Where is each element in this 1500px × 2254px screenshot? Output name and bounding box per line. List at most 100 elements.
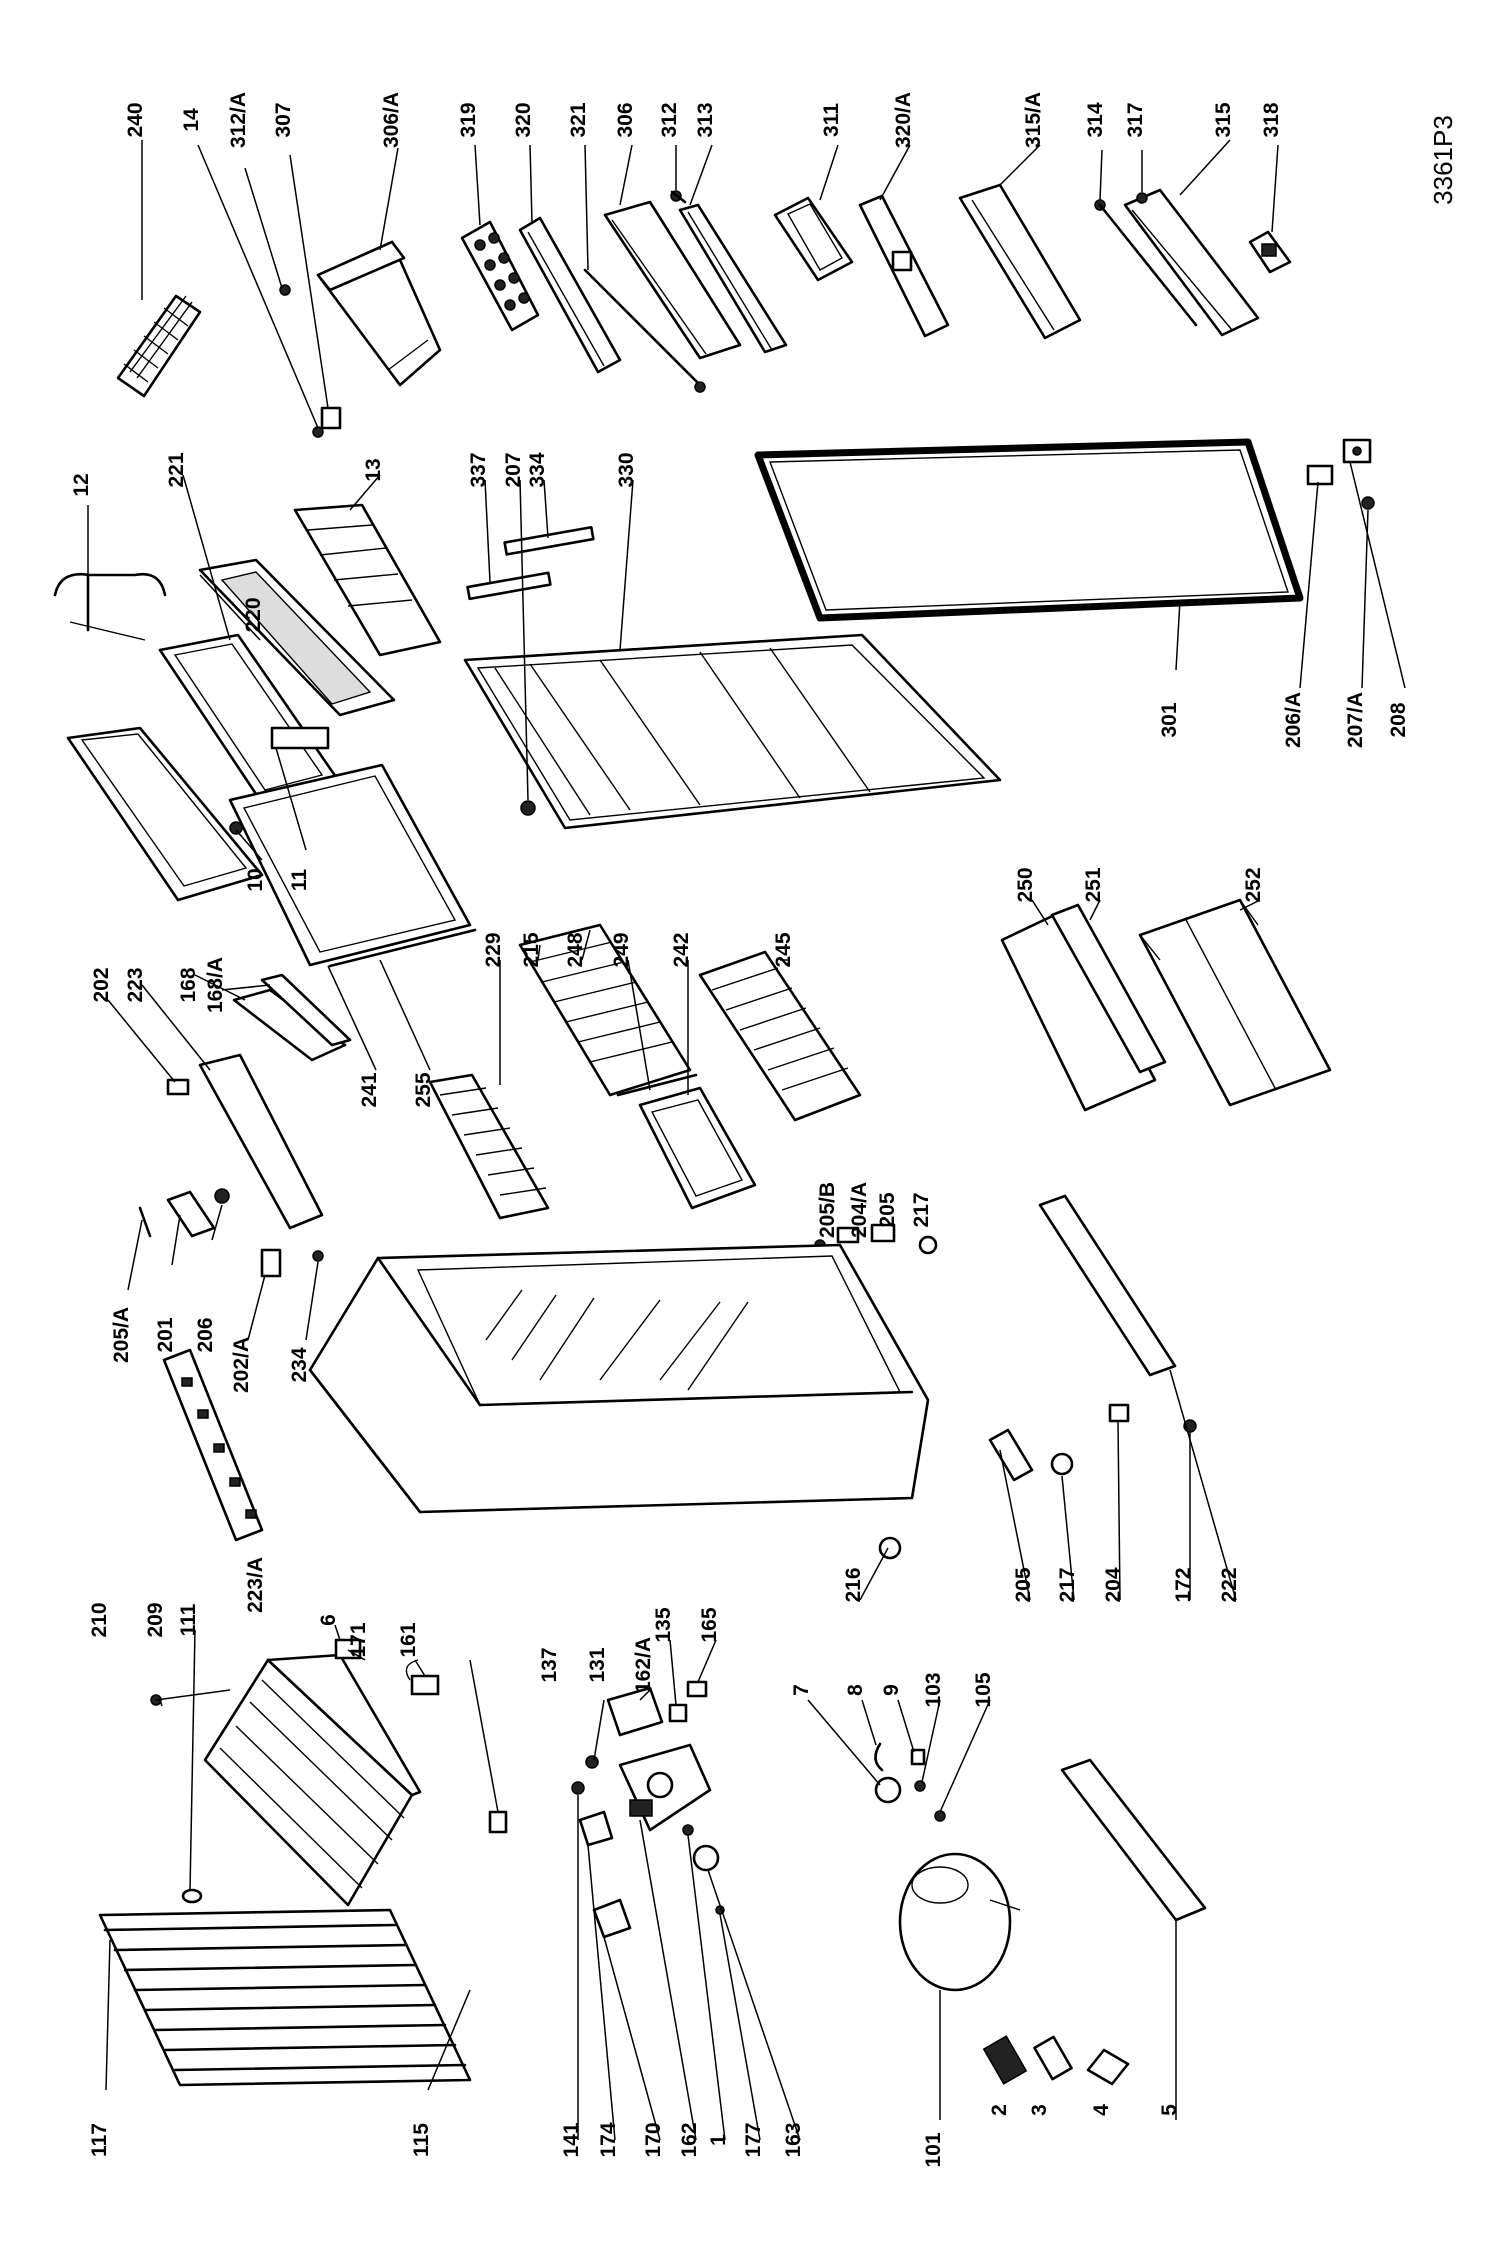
part-rail-223a <box>162 1348 264 1542</box>
part-foot-216 <box>878 1536 902 1560</box>
part-label: 221 <box>165 452 188 487</box>
part-label: 2 <box>988 2104 1011 2116</box>
part-shelf-306 <box>603 200 742 360</box>
part-label: 6 <box>317 1614 340 1626</box>
part-label: 135 <box>652 1607 675 1642</box>
part-grille-229 <box>428 1073 550 1220</box>
part-label: 163 <box>782 2122 805 2157</box>
part-knob-141 <box>571 1781 585 1795</box>
part-label: 115 <box>410 2123 433 2157</box>
part-label: 11 <box>288 869 311 892</box>
part-hinge-202a <box>260 1248 282 1278</box>
drawing-code: 3361P3 <box>1428 115 1458 205</box>
part-strip-168 <box>232 988 347 1062</box>
part-clip-165 <box>686 1680 708 1698</box>
part-base-plate-5 <box>1060 1758 1207 1922</box>
part-label: 12 <box>70 473 93 496</box>
part-label: 229 <box>482 932 505 967</box>
part-label: 306 <box>614 102 637 137</box>
part-bin-320a <box>858 194 950 338</box>
part-label: 314 <box>1084 102 1107 137</box>
part-label: 251 <box>1082 867 1105 902</box>
part-cover-170 <box>592 1898 632 1939</box>
part-label: 301 <box>1158 702 1181 737</box>
part-holder-161 <box>488 1810 508 1834</box>
part-label: 312 <box>658 102 681 137</box>
part-label: 3 <box>1028 2104 1051 2116</box>
part-strip-168a <box>260 973 352 1047</box>
part-label: 249 <box>610 932 633 967</box>
part-label: 320/A <box>892 92 915 148</box>
part-label: 337 <box>467 452 490 487</box>
part-label: 245 <box>772 932 795 967</box>
part-bar-313 <box>678 203 788 354</box>
part-label: 209 <box>144 1602 167 1637</box>
part-screw-312 <box>670 190 687 204</box>
part-cover-4 <box>1086 2048 1130 2086</box>
part-label: 220 <box>242 597 265 632</box>
part-label: 7 <box>790 1684 813 1696</box>
part-shelf-306a <box>316 240 442 387</box>
part-hinge-314 <box>1094 199 1198 327</box>
part-label: 311 <box>820 103 843 137</box>
part-label: 240 <box>124 102 147 137</box>
part-label: 168/A <box>204 957 227 1013</box>
part-handle-334 <box>503 525 595 556</box>
part-label: 241 <box>358 1072 381 1107</box>
part-rail-249 <box>616 1073 698 1097</box>
part-wire-shelf-248 <box>518 923 692 1097</box>
part-trim-222 <box>1038 1194 1177 1377</box>
part-label: 101 <box>922 2132 945 2167</box>
part-wire-shelf-245 <box>698 950 862 1122</box>
part-clip-135 <box>668 1703 688 1723</box>
part-label: 317 <box>1124 102 1147 137</box>
part-label: 202/A <box>230 1337 253 1393</box>
part-label: 242 <box>670 932 693 967</box>
part-door-liner-330 <box>463 633 1002 830</box>
part-cabinet <box>308 1243 930 1514</box>
part-relay-2 <box>982 2035 1028 2085</box>
part-evaporator-tray-10 <box>66 726 264 902</box>
part-crisper-242 <box>638 1086 757 1210</box>
part-screw-11 <box>229 821 243 835</box>
part-label: 8 <box>844 1684 867 1696</box>
part-screw-205a <box>138 1206 152 1238</box>
part-label: 306/A <box>380 92 403 148</box>
part-hinge-205 <box>988 1428 1034 1482</box>
part-label: 215 <box>520 932 543 967</box>
part-label: 334 <box>526 452 549 487</box>
part-bracket-201 <box>166 1188 230 1238</box>
part-label: 1 <box>707 2134 730 2146</box>
part-bin-315 <box>1123 188 1260 337</box>
part-sensor-209 <box>150 1689 231 1706</box>
part-hinge-307 <box>312 406 342 438</box>
part-condenser-117 <box>98 1908 472 2087</box>
part-clip-210 <box>181 1888 203 1904</box>
part-label: 207 <box>502 452 525 487</box>
part-clip-318 <box>1248 230 1292 274</box>
part-trim-251 <box>1050 903 1167 1074</box>
part-label: 4 <box>1090 2104 1113 2116</box>
part-label: 222 <box>1218 1567 1241 1602</box>
part-label: 105 <box>972 1672 995 1707</box>
part-label: 207/A <box>1344 692 1367 748</box>
part-pin-317 <box>1136 192 1148 204</box>
part-bin-320 <box>518 216 622 374</box>
part-label: 205 <box>876 1192 899 1227</box>
part-pin-1 <box>682 1824 694 1836</box>
part-panel-13 <box>293 503 442 657</box>
part-label: 117 <box>88 2123 111 2157</box>
part-label: 204/A <box>848 1182 871 1238</box>
part-bin-311 <box>773 196 854 282</box>
part-label: 10 <box>244 868 267 891</box>
part-label: 131 <box>586 1647 609 1682</box>
part-egg-holder-319 <box>460 220 540 332</box>
part-egg-tray-240 <box>116 294 202 398</box>
part-label: 255 <box>412 1072 435 1107</box>
part-label: 315 <box>1212 102 1235 137</box>
part-thermostat-171 <box>405 1659 440 1696</box>
leader-lines <box>87 139 1406 2141</box>
part-cover-174 <box>578 1810 614 1847</box>
part-bracket-12 <box>53 572 167 641</box>
